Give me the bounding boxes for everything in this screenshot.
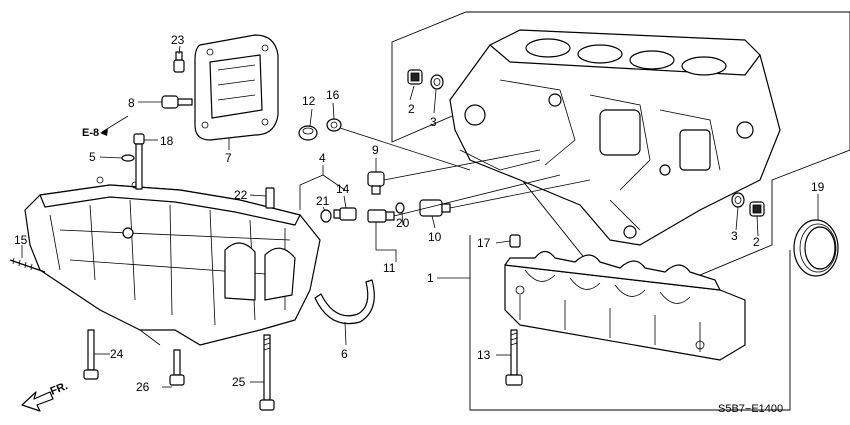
callout-20: 20 bbox=[396, 216, 410, 230]
callout-14: 14 bbox=[336, 182, 350, 196]
callout-2-lower: 2 bbox=[753, 235, 760, 249]
bolt-24 bbox=[83, 329, 99, 380]
callout-19: 19 bbox=[811, 180, 825, 194]
bolt-18 bbox=[133, 133, 145, 190]
callout-11: 11 bbox=[383, 261, 396, 275]
washer-3-upper bbox=[430, 74, 444, 90]
gasket-6 bbox=[314, 279, 375, 325]
callout-23: 23 bbox=[171, 33, 185, 47]
front-arrow-icon bbox=[21, 391, 54, 412]
oil-pan bbox=[24, 176, 321, 346]
sensor-9 bbox=[367, 171, 385, 195]
callout-4: 4 bbox=[319, 151, 326, 165]
callout-3-upper: 3 bbox=[430, 115, 437, 129]
callout-25: 25 bbox=[232, 375, 246, 389]
callout-8: 8 bbox=[128, 96, 135, 110]
bolt-25 bbox=[259, 334, 275, 411]
cylinder-block bbox=[449, 29, 781, 246]
bolt-8 bbox=[161, 95, 193, 109]
washer-16 bbox=[326, 118, 342, 132]
callout-22: 22 bbox=[234, 188, 248, 202]
washer-20 bbox=[395, 202, 405, 214]
front-label: FR. bbox=[49, 380, 70, 398]
plug-14 bbox=[333, 207, 357, 221]
callout-18: 18 bbox=[160, 134, 174, 148]
callout-labels: 23 8 7 5 18 22 15 24 26 25 12 16 9 4 14 … bbox=[14, 33, 825, 394]
plug-2-upper bbox=[407, 69, 423, 85]
crankcase-bearing-caps bbox=[504, 250, 746, 361]
callout-13: 13 bbox=[477, 348, 491, 362]
engine-block-group-outline bbox=[391, 11, 850, 276]
callout-17: 17 bbox=[477, 236, 491, 250]
callout-10: 10 bbox=[428, 230, 442, 244]
bolt-26 bbox=[169, 349, 185, 386]
callout-16: 16 bbox=[326, 88, 340, 102]
callout-1: 1 bbox=[427, 271, 434, 285]
washer-5 bbox=[121, 154, 135, 162]
callout-6: 6 bbox=[341, 347, 348, 361]
cap-12 bbox=[298, 125, 318, 141]
washer-21 bbox=[320, 209, 332, 223]
bolt-23 bbox=[173, 51, 185, 73]
front-arrow: FR. bbox=[21, 380, 70, 412]
diagram-code: S5B7−E1400 bbox=[718, 403, 783, 415]
callout-12: 12 bbox=[302, 94, 316, 108]
callout-26: 26 bbox=[136, 380, 150, 394]
washer-3-lower bbox=[731, 192, 745, 208]
stud-bolt-15 bbox=[9, 257, 46, 273]
callout-7: 7 bbox=[225, 151, 232, 165]
leader-lines bbox=[21, 45, 819, 388]
callout-24: 24 bbox=[110, 347, 124, 361]
crankcase-group-outline bbox=[469, 235, 791, 411]
bolt-13 bbox=[505, 329, 523, 386]
callout-3-lower: 3 bbox=[731, 229, 738, 243]
callout-9: 9 bbox=[372, 143, 379, 157]
sensor-10 bbox=[419, 199, 451, 217]
cover-plate bbox=[194, 34, 279, 141]
plug-2-lower bbox=[749, 201, 765, 217]
callout-15: 15 bbox=[14, 233, 28, 247]
plug-11 bbox=[367, 209, 395, 223]
ref-e8: E-8 bbox=[82, 127, 108, 139]
dowel-pin bbox=[509, 234, 521, 248]
callout-5: 5 bbox=[89, 150, 96, 164]
ref-e8-arrow-icon bbox=[100, 129, 108, 136]
oil-seal bbox=[793, 219, 839, 277]
pin-22 bbox=[265, 187, 275, 209]
callout-21: 21 bbox=[316, 194, 330, 208]
ref-e8-label: E-8 bbox=[82, 127, 99, 139]
callout-2-upper: 2 bbox=[408, 102, 415, 116]
